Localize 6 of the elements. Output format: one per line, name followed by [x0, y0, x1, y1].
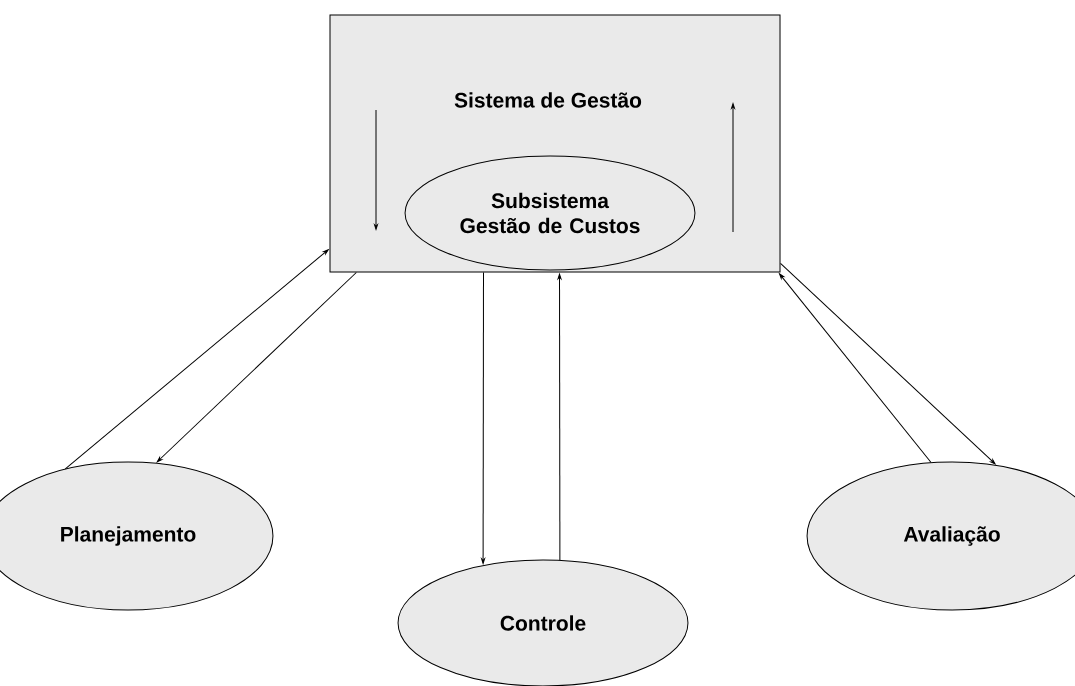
arrow — [156, 272, 357, 463]
arrow — [481, 272, 485, 564]
arrow — [64, 249, 329, 470]
arrow — [557, 273, 562, 561]
arrow — [780, 262, 996, 465]
arrow — [779, 273, 932, 463]
